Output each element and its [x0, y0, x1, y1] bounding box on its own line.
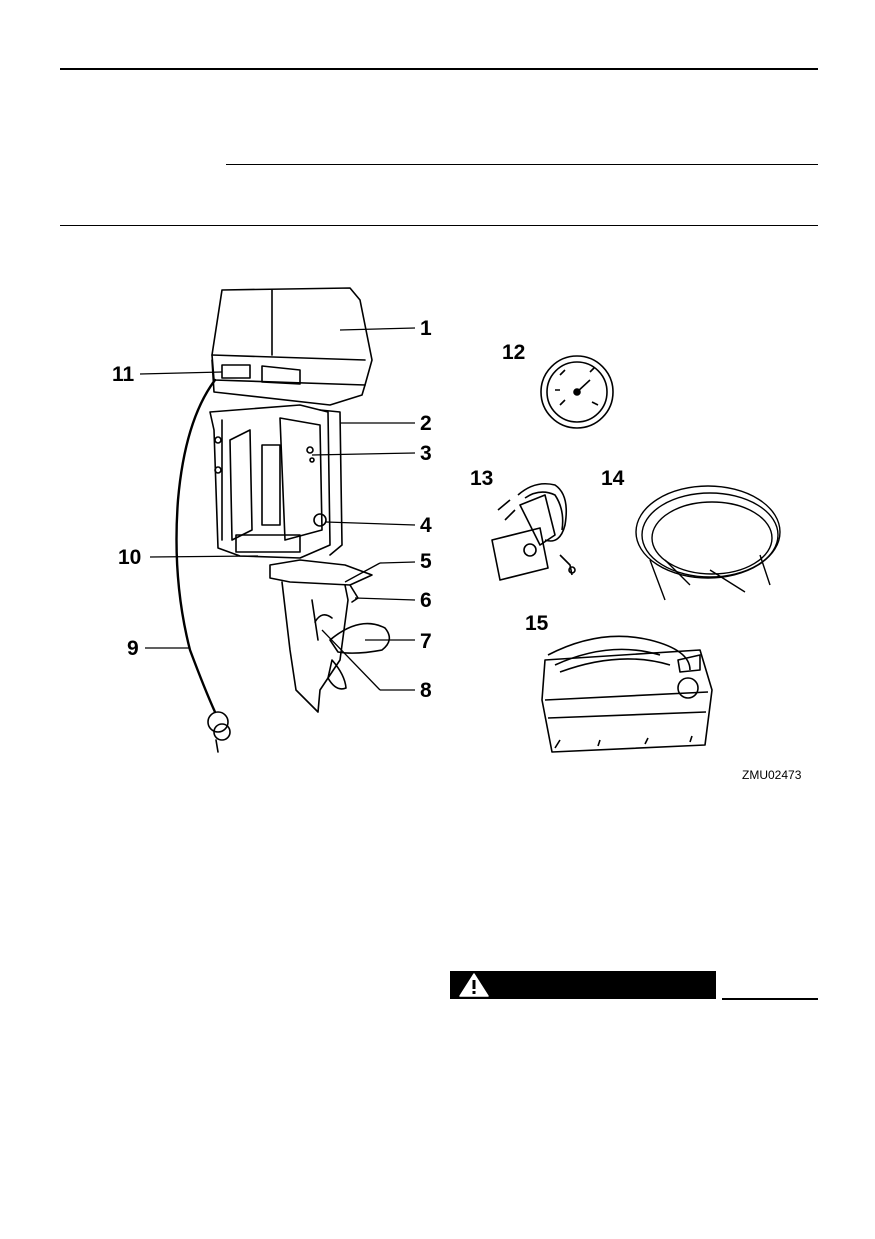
callout-12: 12	[502, 341, 526, 364]
image-code: ZMU02473	[742, 768, 802, 782]
remote-control-box-drawing	[491, 482, 576, 581]
header-rule-top	[60, 68, 818, 70]
callout-5: 5	[420, 550, 432, 573]
lower-unit	[281, 581, 349, 713]
callout-4: 4	[420, 514, 432, 537]
warning-bar	[450, 971, 716, 999]
callout-13: 13	[470, 467, 494, 490]
header-rule-bottom	[60, 225, 818, 226]
propeller	[329, 622, 391, 654]
callout-6: 6	[420, 589, 432, 612]
fuel-tank-drawing	[541, 635, 713, 753]
callout-8: 8	[420, 679, 432, 702]
top-cowling	[211, 287, 373, 386]
lanyard-cord	[175, 378, 217, 714]
callout-10: 10	[118, 546, 142, 569]
callout-14: 14	[601, 467, 625, 490]
callout-9: 9	[127, 637, 139, 660]
warning-rule	[722, 998, 818, 1000]
callout-3: 3	[420, 442, 432, 465]
callout-11: 11	[112, 363, 135, 386]
gauge-drawing	[540, 355, 614, 429]
header-rule-mid	[226, 164, 818, 165]
anti-cavitation-plate	[269, 559, 373, 586]
callout-2: 2	[420, 412, 432, 435]
control-cables-drawing	[635, 485, 781, 601]
callout-1: 1	[420, 317, 432, 340]
warning-triangle-icon	[459, 973, 489, 997]
callout-7: 7	[420, 630, 432, 653]
callout-15: 15	[525, 612, 549, 635]
